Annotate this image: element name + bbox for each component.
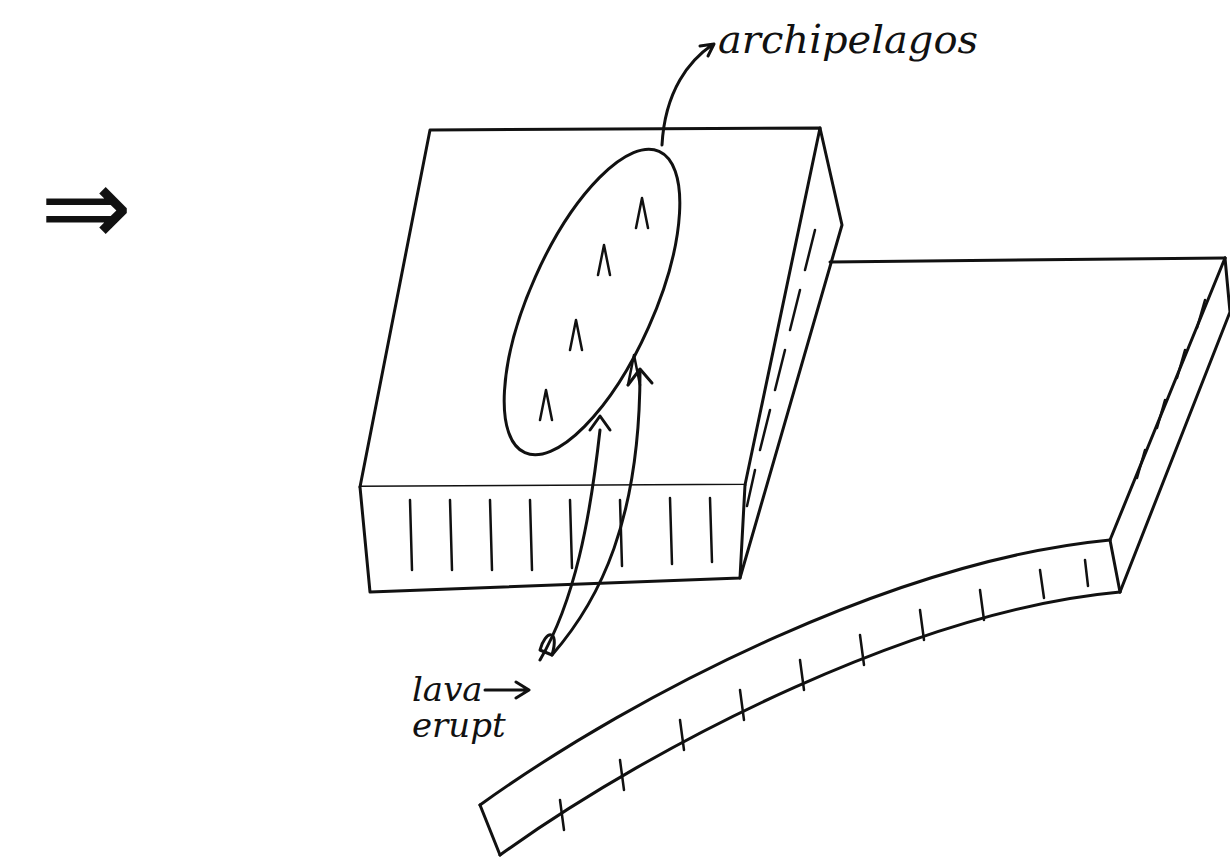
upper-plate xyxy=(360,128,842,592)
callout-label: lava erupt xyxy=(412,672,532,743)
leader-line xyxy=(662,44,714,145)
magma-arrows xyxy=(540,369,652,660)
leader-line xyxy=(485,682,529,698)
callout-label: archipelagos xyxy=(718,18,978,60)
archipelago-ellipse xyxy=(468,126,716,478)
arrow-symbol: ⇒ xyxy=(40,150,132,266)
